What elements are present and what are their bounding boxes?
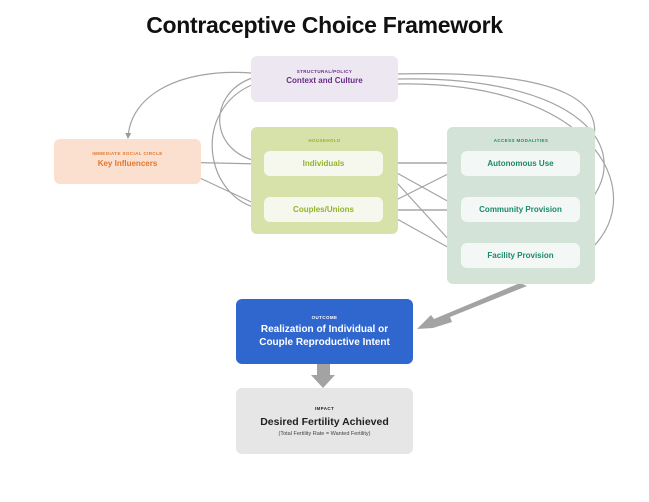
key-influencers-box: IMMEDIATE SOCIAL CIRCLE Key Influencers: [54, 139, 201, 184]
impact-note: (Total Fertility Rate = Wanted Fertility…: [278, 431, 371, 437]
individuals-node: Individuals: [264, 151, 383, 176]
impact-tag: IMPACT: [314, 406, 335, 411]
impact-box: IMPACT Desired Fertility Achieved (Total…: [236, 388, 413, 454]
context-culture-label: Context and Culture: [286, 76, 363, 85]
arrow-access-to-outcome: [417, 283, 527, 329]
context-culture-box: STRUCTURAL/POLICY Context and Culture: [251, 56, 398, 102]
structural-tag: STRUCTURAL/POLICY: [296, 69, 353, 74]
outcome-line-1: Realization of Individual or: [260, 324, 389, 335]
outcome-tag: OUTCOME: [311, 315, 338, 320]
access-tag: ACCESS MODALITIES: [493, 138, 549, 143]
arrow-outcome-to-impact: [311, 364, 335, 388]
autonomous-use-node: Autonomous Use: [461, 151, 580, 176]
couples-unions-node: Couples/Unions: [264, 197, 383, 222]
key-influencers-label: Key Influencers: [97, 159, 158, 168]
outcome-box: OUTCOME Realization of Individual or Cou…: [236, 299, 413, 364]
social-tag: IMMEDIATE SOCIAL CIRCLE: [92, 151, 163, 156]
arrow-context-to-individuals: [219, 77, 263, 165]
impact-label: Desired Fertility Achieved: [260, 416, 389, 428]
outcome-line-2: Couple Reproductive Intent: [259, 337, 390, 348]
facility-provision-node: Facility Provision: [461, 243, 580, 268]
arrow-context-to-influencers: [125, 71, 252, 139]
arrow-context-to-community: [396, 78, 605, 209]
page-title: Contraceptive Choice Framework: [146, 12, 503, 38]
community-provision-node: Community Provision: [461, 197, 580, 222]
arrow-context-to-couples: [211, 83, 263, 212]
household-tag: HOUSEHOLD: [308, 138, 341, 143]
